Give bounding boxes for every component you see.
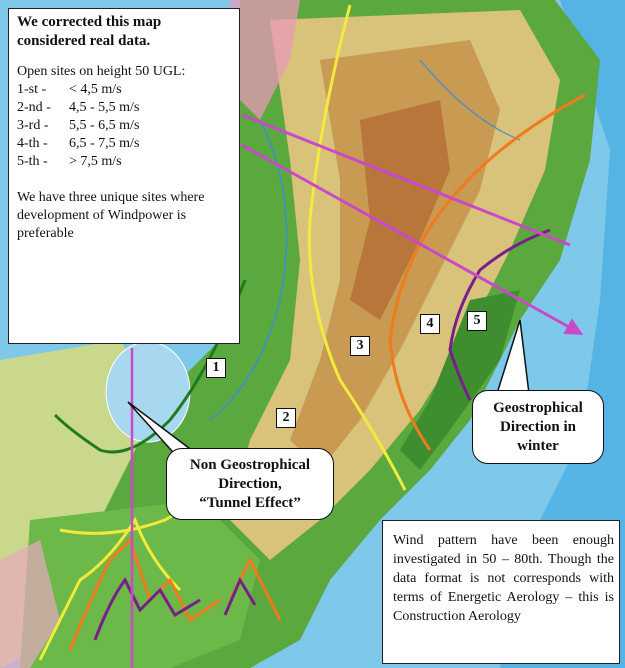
geostrophical-callout-line1: Geostrophical — [493, 399, 583, 416]
legend-zone-row: 1-st - < 4,5 m/s — [17, 81, 233, 99]
zone2-vladivostok-line — [38, 516, 182, 661]
zone5-south-line — [93, 577, 201, 641]
legend-zone-label: 1-st - — [17, 82, 47, 97]
zone4-boundary-line — [388, 93, 586, 451]
zone5-south-line-2 — [223, 576, 257, 616]
tunnel-callout-line2: “Tunnel Effect” — [199, 494, 301, 511]
legend-zone-value: > 7,5 m/s — [69, 154, 122, 169]
legend-zone-value: 5,5 - 6,5 m/s — [69, 118, 140, 133]
wind-arrow-main — [241, 143, 584, 335]
wind-arrow-north — [241, 113, 571, 247]
zone-marker-2: 2 — [276, 408, 296, 428]
legend-title: We corrected this map considered real da… — [17, 14, 162, 49]
aerology-note: Wind pattern have been enough investigat… — [382, 520, 620, 664]
legend-height-note: Open sites on height 50 UGL: — [17, 64, 186, 79]
tunnel-effect-callout: Non Geostrophical Direction, “Tunnel Eff… — [166, 448, 334, 520]
geostrophical-callout-line3: winter — [517, 437, 559, 454]
zone2-boundary-line — [307, 4, 407, 491]
lake-khanka — [105, 341, 191, 443]
zone-marker-5: 5 — [467, 311, 487, 331]
legend-sites-note: We have three unique sites where develop… — [17, 190, 205, 241]
legend-panel: We corrected this map considered real da… — [8, 8, 240, 344]
legend-zone-value: < 4,5 m/s — [69, 82, 122, 97]
legend-zone-row: 2-nd - 4,5 - 5,5 m/s — [17, 99, 233, 117]
border-region-south — [0, 540, 60, 668]
legend-zone-value: 4,5 - 5,5 m/s — [69, 100, 140, 115]
legend-zone-label: 3-rd - — [17, 118, 49, 133]
legend-zone-label: 2-nd - — [17, 100, 51, 115]
southern-lowland — [20, 500, 260, 668]
deep-sea — [500, 0, 625, 668]
legend-zone-value: 6,5 - 7,5 m/s — [69, 136, 140, 151]
tunnel-callout-line1: Non Geostrophical Direction, — [189, 456, 311, 492]
geostrophical-callout-line2: Direction in — [500, 418, 576, 435]
legend-zone-label: 4-th - — [17, 136, 48, 151]
zone1-boundary-line — [53, 279, 247, 454]
land-high-mountain — [350, 100, 450, 320]
zone5-boundary-line — [448, 228, 551, 401]
zone-marker-3: 3 — [350, 336, 370, 356]
zone-marker-1: 1 — [206, 358, 226, 378]
geostrophical-callout: Geostrophical Direction in winter — [472, 390, 604, 464]
river-ussuri — [209, 119, 288, 421]
legend-zone-row: 3-rd - 5,5 - 6,5 m/s — [17, 117, 233, 135]
border-region-north — [230, 0, 300, 120]
legend-zone-label: 5-th - — [17, 154, 48, 169]
legend-zone-row: 5-th - > 7,5 m/s — [17, 153, 233, 171]
legend-zone-row: 4-th - 6,5 - 7,5 m/s — [17, 135, 233, 153]
zone-marker-4: 4 — [420, 314, 440, 334]
river-north — [419, 59, 521, 141]
